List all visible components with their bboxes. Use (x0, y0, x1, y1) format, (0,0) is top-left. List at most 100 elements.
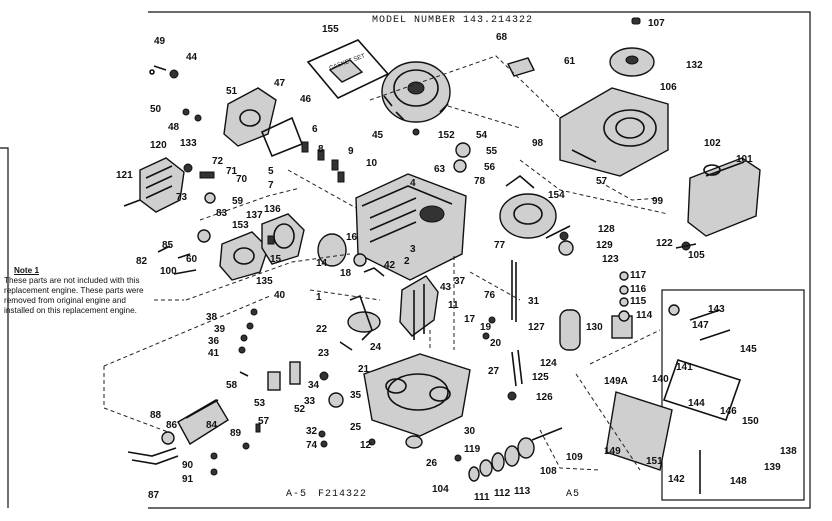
control-panel-inset (605, 289, 805, 501)
part-label: 153 (232, 220, 249, 231)
part-label: 72 (212, 156, 224, 167)
part-label: 137 (246, 210, 263, 221)
part-label: 39 (214, 324, 226, 335)
part-label: 117 (630, 270, 647, 281)
gear-stack-icon (468, 427, 563, 482)
part-label: 140 (652, 374, 669, 385)
note-text: These parts are not included with this r… (4, 276, 144, 315)
part-label: 100 (160, 266, 177, 277)
part-label: 50 (150, 104, 162, 115)
part-label: 52 (294, 404, 306, 415)
part-label: 5 (268, 166, 274, 177)
part-label: 112 (494, 488, 511, 499)
part-label: 9 (348, 146, 354, 157)
part-label: 89 (230, 428, 242, 439)
hardware-parts (123, 17, 697, 476)
part-label: 48 (168, 122, 180, 133)
part-label: 23 (318, 348, 330, 359)
part-label: 148 (730, 476, 747, 487)
part-label: 126 (536, 392, 553, 403)
part-label: 57 (258, 416, 270, 427)
starter-pulley-icon (499, 174, 557, 239)
part-label: 3 (410, 244, 416, 255)
part-label: 88 (150, 410, 162, 421)
part-label: 35 (350, 390, 362, 401)
part-label: 114 (636, 310, 653, 321)
part-label: 85 (162, 240, 174, 251)
part-label: 106 (660, 82, 677, 93)
part-label: 49 (154, 36, 166, 47)
part-label: 107 (648, 18, 665, 29)
part-label: 129 (596, 240, 613, 251)
part-label: 98 (532, 138, 544, 149)
part-label: 145 (740, 344, 757, 355)
part-label: 122 (656, 238, 673, 249)
part-label: 87 (148, 490, 160, 501)
part-label: 127 (528, 322, 545, 333)
note-title: Note 1 (14, 266, 40, 275)
part-label: 21 (358, 364, 370, 375)
part-label: 43 (440, 282, 452, 293)
part-label: 109 (566, 452, 583, 463)
rewind-starter-icon (609, 47, 655, 77)
part-label: 113 (514, 486, 531, 497)
part-label: 60 (186, 254, 198, 265)
part-label: 133 (180, 138, 197, 149)
part-label: 46 (300, 94, 312, 105)
part-label: 4 (410, 178, 416, 189)
part-label: 1 (316, 292, 322, 303)
part-label: 19 (480, 322, 492, 333)
part-label: 135 (256, 276, 273, 287)
part-label: 76 (484, 290, 496, 301)
part-label: 26 (426, 458, 438, 469)
fuel-tank-icon (687, 157, 761, 237)
part-label: 151 (646, 456, 663, 467)
part-label: 59 (232, 196, 244, 207)
part-label: 90 (182, 460, 194, 471)
part-label: 16 (346, 232, 358, 243)
part-label: 42 (384, 260, 396, 271)
part-label: 120 (150, 140, 167, 151)
part-label: 37 (454, 276, 466, 287)
part-label: 71 (226, 166, 238, 177)
flywheel-icon (381, 61, 451, 123)
oil-seal-icon (405, 435, 423, 449)
part-label: 130 (586, 322, 603, 333)
part-label: 45 (372, 130, 384, 141)
part-label: 8 (318, 144, 324, 155)
part-label: 116 (630, 284, 647, 295)
air-filter-icon (317, 233, 347, 267)
assembly-lines (103, 55, 669, 471)
part-label: 74 (306, 440, 318, 451)
part-label: 138 (780, 446, 797, 457)
part-label: 119 (464, 444, 481, 455)
part-label: 150 (742, 416, 759, 427)
part-label: 132 (686, 60, 703, 71)
part-label: 83 (216, 208, 228, 219)
diagram-frame (148, 11, 811, 509)
part-label: 38 (206, 312, 218, 323)
part-label: 36 (208, 336, 220, 347)
part-label: 121 (116, 170, 133, 181)
part-label: 111 (474, 492, 490, 503)
part-label: 44 (186, 52, 198, 63)
crankshaft-icon (399, 275, 439, 340)
part-label: 61 (564, 56, 576, 67)
part-label: 30 (464, 426, 476, 437)
part-label: 104 (432, 484, 449, 495)
part-label: 143 (708, 304, 725, 315)
part-label: 147 (692, 320, 709, 331)
part-label: 34 (308, 380, 320, 391)
part-label: 17 (464, 314, 476, 325)
part-label: 27 (488, 366, 500, 377)
part-label: 31 (528, 296, 540, 307)
part-label: 99 (652, 196, 664, 207)
part-label: 154 (548, 190, 565, 201)
part-label: 11 (448, 300, 459, 311)
part-label: 63 (434, 164, 446, 175)
part-label: 91 (182, 474, 194, 485)
part-label: 124 (540, 358, 557, 369)
model-number-title: MODEL NUMBER 143.214322 (372, 15, 533, 26)
